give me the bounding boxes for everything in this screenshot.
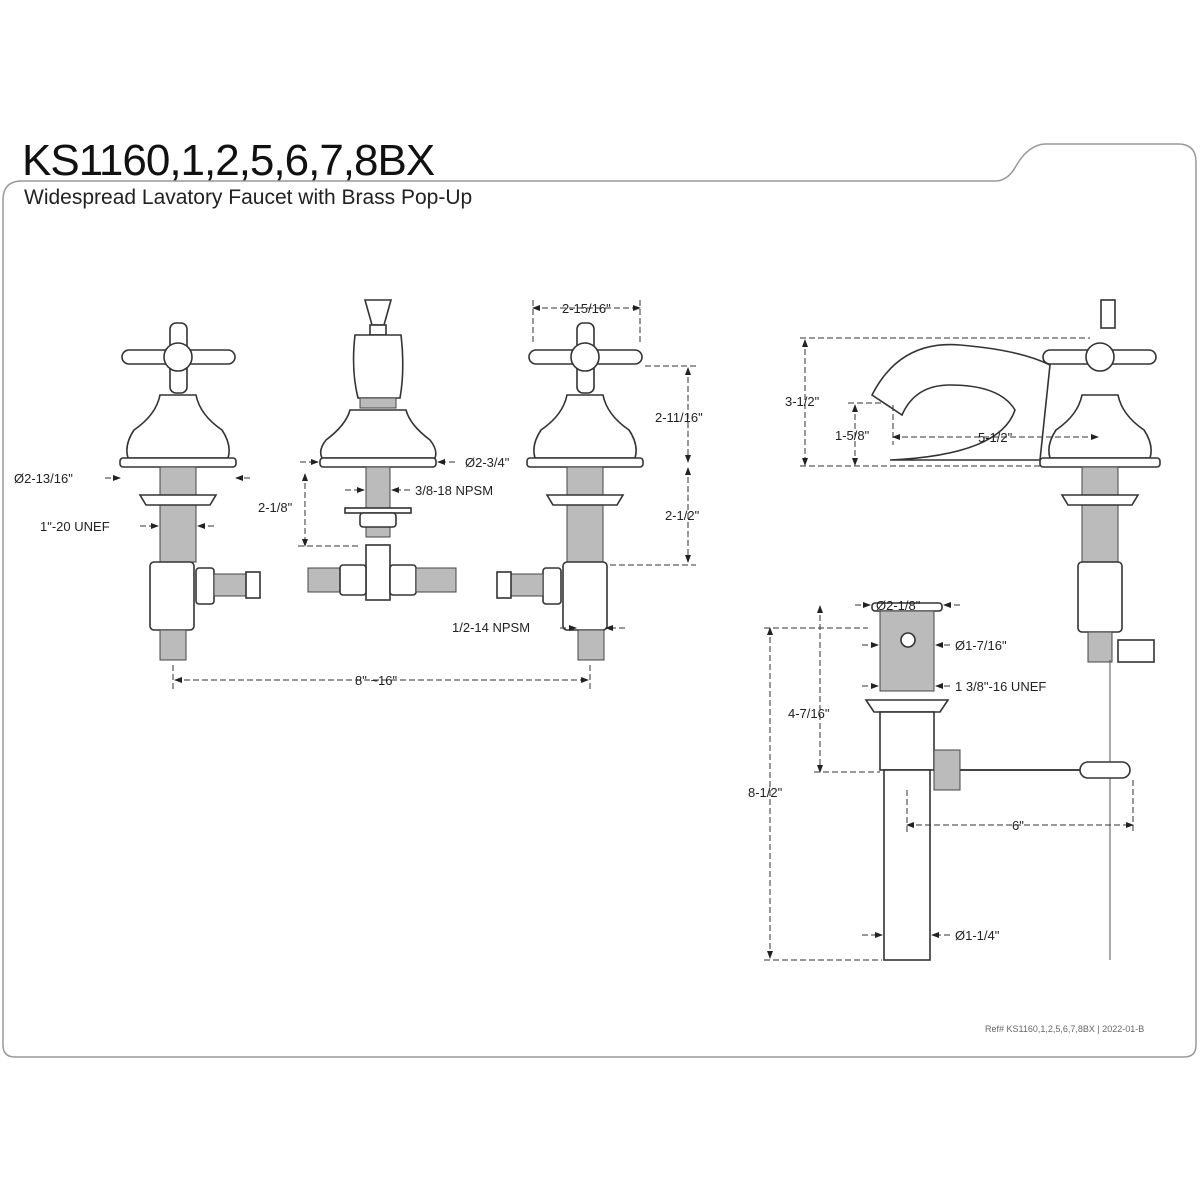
drawing-frame xyxy=(2,143,1197,1058)
dim-spout-shank: 2-1/8" xyxy=(258,500,293,515)
dim-spout-clearance: 1-5/8" xyxy=(835,428,870,443)
dim-left-thread: 1"-20 UNEF xyxy=(40,519,110,534)
right-handle-valve xyxy=(496,322,644,661)
dim-spout-base-dia: Ø2-3/4" xyxy=(465,455,510,470)
dimension-lines xyxy=(105,300,1134,961)
dim-handle-height: 2-11/16" xyxy=(655,410,703,425)
dim-shank-length: 2-1/2" xyxy=(665,508,700,523)
side-view-faucet xyxy=(870,299,1161,960)
left-handle-valve xyxy=(119,322,261,661)
dim-left-flange-dia: Ø2-13/16" xyxy=(14,471,73,486)
dim-popup-thread: 1 3/8"-16 UNEF xyxy=(955,679,1046,694)
dim-spread: 8" ~16" xyxy=(355,673,398,688)
dim-spout-reach: 5-1/2" xyxy=(978,430,1013,445)
dim-popup-stopper-dia: Ø1-7/16" xyxy=(955,638,1007,653)
spout-assembly xyxy=(307,299,457,601)
dim-popup-body-length: 4-7/16" xyxy=(788,706,830,721)
dim-popup-flange-dia: Ø2-1/8" xyxy=(876,598,921,613)
page-title: KS1160,1,2,5,6,7,8BX xyxy=(22,136,435,185)
dim-popup-total-length: 8-1/2" xyxy=(748,785,783,800)
dim-faucet-height: 3-1/2" xyxy=(785,394,820,409)
dim-inlet-thread: 1/2-14 NPSM xyxy=(452,620,530,635)
reference-number: Ref# KS1160,1,2,5,6,7,8BX | 2022-01-B xyxy=(985,1024,1144,1034)
page-subtitle: Widespread Lavatory Faucet with Brass Po… xyxy=(24,186,473,209)
dim-spout-thread: 3/8-18 NPSM xyxy=(415,483,493,498)
dim-handle-width: 2-15/16" xyxy=(562,301,611,316)
dim-popup-rod-length: 6" xyxy=(1012,818,1024,833)
dim-tailpiece-dia: Ø1-1/4" xyxy=(955,928,1000,943)
popup-drain xyxy=(864,602,1131,961)
